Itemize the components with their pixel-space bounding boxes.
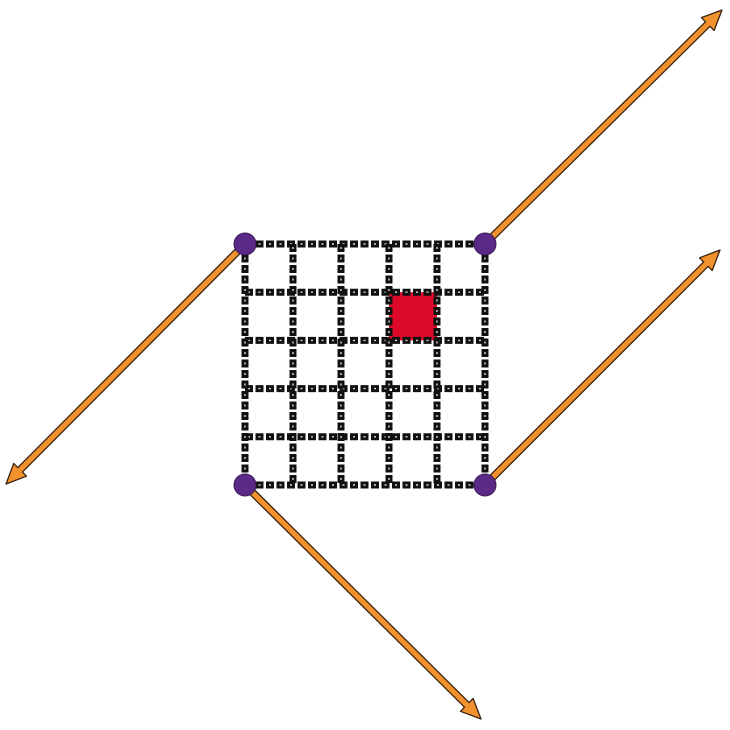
arrow-bottom-left — [242, 482, 482, 720]
arrow-bottom-left-shape — [242, 482, 482, 720]
arrow-top-left-shape — [5, 241, 248, 485]
corner-point-top-right — [473, 232, 497, 256]
corner-point-top-left — [233, 232, 257, 256]
arrow-top-right — [482, 9, 723, 247]
corner-point-bottom-left — [233, 473, 257, 497]
corner-point-bottom-right — [473, 473, 497, 497]
dotted-grid — [241, 240, 489, 489]
arrow-top-left — [5, 241, 248, 485]
highlighted-cell-1 — [389, 292, 437, 341]
arrow-top-right-shape — [482, 9, 723, 247]
arrow-bottom-right — [482, 249, 721, 488]
arrow-bottom-right-shape — [482, 249, 721, 488]
